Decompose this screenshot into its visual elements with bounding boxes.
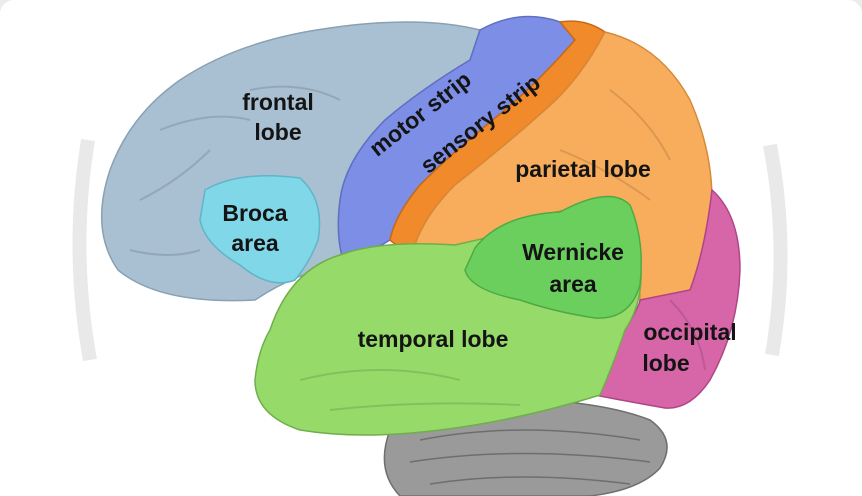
cerebellum-fold-1 [419,429,641,441]
occipital-lobe-label-line1: occipital [643,319,736,345]
frontal-lobe-label-line1: frontal [242,89,314,115]
temporal-lobe-label: temporal lobe [358,326,509,352]
parietal-lobe-label: parietal lobe [515,156,650,182]
cerebellum-fold-3 [429,476,631,485]
cerebellum-fold-2 [409,452,651,463]
broca-area-label-line1: Broca [222,200,287,226]
wernicke-area-label-line2: area [549,271,597,297]
gyri-texture [129,85,706,411]
frontal-lobe-label-line2: lobe [254,119,301,145]
background-circle-edge-left [72,138,97,362]
occipital-lobe-region [593,188,741,409]
broca-area-label-line2: area [231,230,279,256]
broca-area-region [199,174,321,284]
wernicke-area-region [464,195,642,319]
occipital-lobe-label-line2: lobe [642,350,689,376]
wernicke-area-label-line1: Wernicke [522,239,624,265]
background-circle-edge-right [763,143,788,357]
